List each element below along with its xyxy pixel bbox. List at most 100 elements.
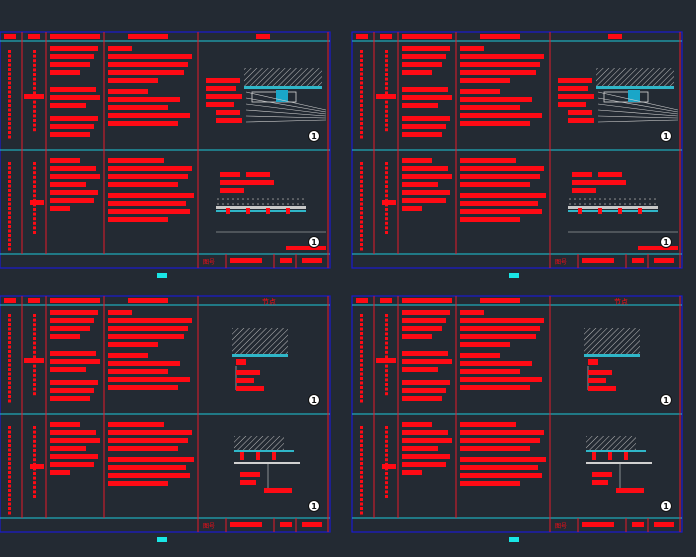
vertical-glyph (8, 350, 11, 353)
vertical-glyph (360, 63, 363, 67)
header-tag (28, 34, 40, 39)
vertical-glyph (360, 457, 363, 461)
text-block (50, 310, 98, 315)
text-block (460, 326, 540, 331)
vertical-glyph (385, 387, 388, 391)
vertical-glyph (8, 318, 11, 322)
vertical-glyph (360, 354, 363, 358)
vertical-glyph (360, 90, 363, 94)
text-block (402, 116, 450, 121)
vertical-glyph (8, 484, 11, 488)
light-trough (628, 90, 640, 102)
header-title-block (50, 298, 100, 303)
vertical-glyph (360, 131, 363, 134)
header-tag (380, 298, 392, 303)
text-block (50, 87, 96, 92)
leader-line (245, 97, 327, 113)
vertical-glyph (33, 323, 36, 327)
vertical-glyph (8, 395, 11, 398)
leader-line (597, 119, 679, 123)
text-block (50, 470, 70, 475)
text-block (50, 116, 98, 121)
text-block (402, 326, 442, 331)
vertical-glyph (8, 77, 11, 80)
header-title-block (402, 298, 452, 303)
text-block (108, 209, 190, 214)
vertical-glyph (385, 162, 388, 165)
vertical-glyph (33, 123, 36, 127)
text-block (108, 201, 186, 206)
vertical-glyph (360, 175, 363, 179)
anchor-mark (578, 208, 582, 214)
vertical-glyph (360, 336, 363, 340)
vertical-glyph (33, 109, 36, 113)
vertical-glyph (33, 50, 36, 53)
ceiling-board (232, 354, 288, 357)
vertical-glyph (360, 238, 363, 242)
vertical-glyph (8, 336, 11, 340)
joist-line (586, 462, 652, 464)
header-tag (380, 34, 392, 39)
text-block (402, 46, 450, 51)
detail-number: 1 (311, 132, 317, 141)
fixture-mark (588, 359, 598, 365)
vertical-glyph (8, 243, 11, 246)
leader-line (597, 115, 679, 119)
vertical-glyph (8, 359, 11, 362)
text-block (402, 166, 448, 171)
detail-number-circle (308, 236, 320, 248)
detail-number: 1 (311, 238, 317, 247)
text-block (108, 46, 132, 51)
text-block (460, 422, 516, 427)
text-block (108, 465, 186, 470)
text-block (460, 166, 544, 171)
text-block (108, 334, 184, 339)
vertical-glyph (385, 109, 388, 113)
text-block (598, 172, 622, 177)
vertical-glyph (8, 207, 11, 210)
vertical-glyph (8, 345, 11, 349)
vertical-glyph (8, 372, 11, 376)
vertical-glyph (33, 481, 36, 485)
vertical-glyph (385, 221, 388, 225)
vertical-glyph (33, 435, 36, 439)
text-block (220, 180, 246, 185)
text-block (402, 318, 446, 323)
text-block (108, 158, 164, 163)
text-block (402, 422, 432, 427)
ceiling-board (244, 86, 322, 89)
text-block (558, 78, 592, 83)
text-block (572, 172, 592, 177)
vertical-glyph (385, 318, 388, 322)
text-block (246, 172, 270, 177)
text-block (50, 46, 98, 51)
slab-line (568, 206, 658, 209)
frame-profile (603, 91, 649, 103)
vertical-glyph (33, 162, 36, 165)
vertical-glyph (33, 59, 36, 63)
vertical-glyph (8, 135, 11, 139)
vertical-glyph (360, 399, 363, 403)
vertical-glyph (385, 86, 388, 90)
text-block (460, 446, 530, 451)
vertical-glyph (360, 453, 363, 456)
vertical-glyph (33, 77, 36, 81)
detail-number-circle (660, 236, 672, 248)
header-tag (356, 298, 368, 303)
vertical-glyph (33, 458, 36, 462)
vertical-glyph (360, 498, 363, 501)
text-block (402, 310, 450, 315)
header-title-block (402, 34, 452, 39)
vertical-glyph (8, 104, 11, 107)
vertical-glyph (33, 128, 36, 132)
footer-block (654, 258, 674, 263)
detail-number: 1 (663, 502, 669, 511)
leader-line (245, 115, 327, 119)
text-block (572, 188, 596, 193)
wall-hatch (584, 328, 640, 354)
vertical-glyph (360, 104, 363, 107)
footer-block (280, 522, 292, 527)
text-block (460, 342, 510, 347)
header-title-block (128, 298, 168, 303)
